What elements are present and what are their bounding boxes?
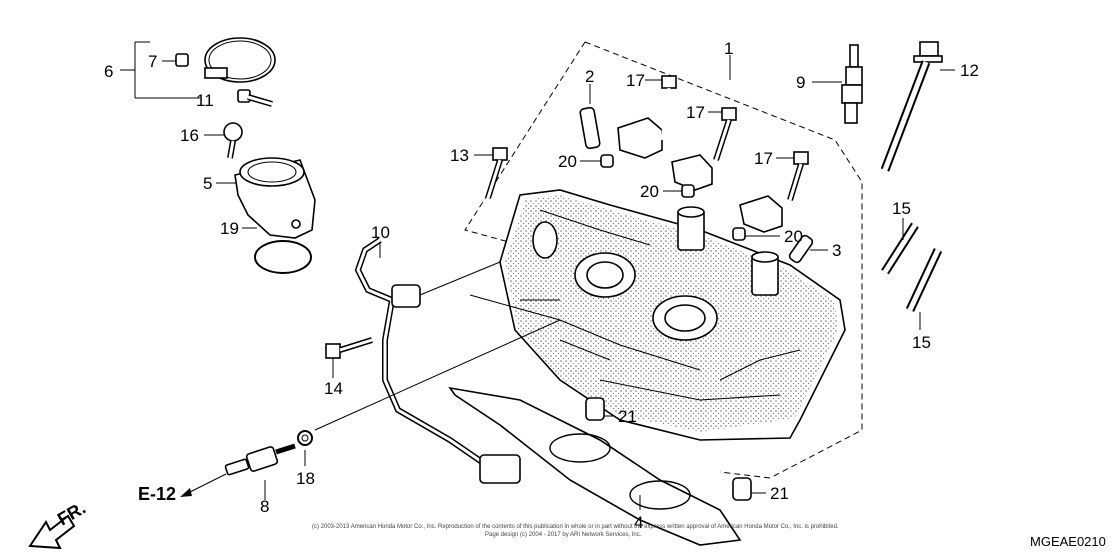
bolt-17-a[interactable] bbox=[645, 75, 677, 141]
assembly-frame bbox=[464, 41, 863, 479]
callout-14: 14 bbox=[324, 379, 343, 398]
long-bolt-12[interactable] bbox=[880, 41, 955, 172]
stud-15-b[interactable] bbox=[905, 248, 943, 330]
callout-19: 19 bbox=[220, 219, 239, 238]
nut-7[interactable] bbox=[162, 53, 189, 67]
collar-20-b[interactable] bbox=[663, 184, 695, 198]
sensor-8[interactable] bbox=[224, 443, 296, 500]
copyright-line-2: Page design (c) 2004 - 2017 by ARI Netwo… bbox=[485, 532, 642, 538]
collar-20-c[interactable] bbox=[732, 227, 780, 241]
spark-plug-9[interactable] bbox=[812, 44, 863, 124]
callout-2: 2 bbox=[585, 67, 594, 86]
callout-16: 16 bbox=[180, 126, 199, 145]
callout-11: 11 bbox=[196, 91, 214, 110]
insulator-5[interactable] bbox=[216, 157, 316, 239]
callout-20-b: 20 bbox=[640, 182, 659, 201]
bolt-13[interactable] bbox=[474, 147, 508, 199]
callout-20-a: 20 bbox=[558, 152, 577, 171]
part-3-pin[interactable] bbox=[788, 234, 828, 264]
cylinder-head-part[interactable] bbox=[499, 189, 846, 441]
bolt-14[interactable] bbox=[325, 337, 373, 378]
part-2-guide[interactable] bbox=[579, 84, 601, 150]
callout-17-a: 17 bbox=[626, 71, 645, 90]
callout-17-b: 17 bbox=[686, 103, 705, 122]
callout-15-a: 15 bbox=[892, 199, 911, 218]
callout-12: 12 bbox=[960, 61, 979, 80]
callout-20-c: 20 bbox=[784, 227, 803, 246]
leader-lines bbox=[314, 55, 731, 431]
sensor-tube-10[interactable] bbox=[354, 237, 521, 484]
gasket-4[interactable] bbox=[448, 386, 742, 546]
callout-7: 7 bbox=[148, 52, 157, 71]
callout-15-b: 15 bbox=[912, 333, 931, 352]
callout-21-b: 21 bbox=[770, 484, 789, 503]
cam-holder-parts bbox=[617, 117, 783, 233]
bolt-17-b[interactable] bbox=[708, 107, 737, 161]
copyright-line-1: (c) 2003-2013 American Honda Motor Co., … bbox=[312, 524, 839, 530]
stud-15-a[interactable] bbox=[881, 218, 919, 275]
callout-8: 8 bbox=[260, 497, 269, 516]
dowel-21-b[interactable] bbox=[732, 477, 766, 501]
callout-6: 6 bbox=[104, 62, 113, 81]
dowel-21-a[interactable] bbox=[585, 397, 614, 421]
band-assembly-6[interactable] bbox=[120, 37, 276, 99]
callout-13: 13 bbox=[450, 146, 469, 165]
o-ring-19[interactable] bbox=[242, 227, 312, 274]
callout-21-a: 21 bbox=[618, 407, 637, 426]
callout-1: 1 bbox=[724, 39, 733, 58]
callout-4: 4 bbox=[634, 513, 643, 532]
callout-9: 9 bbox=[796, 73, 805, 92]
screw-11[interactable] bbox=[237, 89, 273, 107]
washer-18[interactable] bbox=[297, 430, 313, 466]
bolt-16[interactable] bbox=[204, 122, 243, 159]
bolt-17-c[interactable] bbox=[776, 151, 809, 201]
front-direction-arrow: FR. bbox=[28, 498, 89, 550]
callout-3: 3 bbox=[832, 241, 841, 260]
reference-arrow-e12[interactable]: E-12 bbox=[138, 473, 227, 504]
callout-10: 10 bbox=[371, 223, 390, 242]
diagram-code: MGEAE0210 bbox=[1030, 534, 1106, 549]
callout-18: 18 bbox=[296, 469, 315, 488]
collar-20-a[interactable] bbox=[580, 154, 614, 168]
callout-17-c: 17 bbox=[754, 149, 773, 168]
reference-label: E-12 bbox=[138, 484, 176, 504]
callout-5: 5 bbox=[203, 174, 212, 193]
